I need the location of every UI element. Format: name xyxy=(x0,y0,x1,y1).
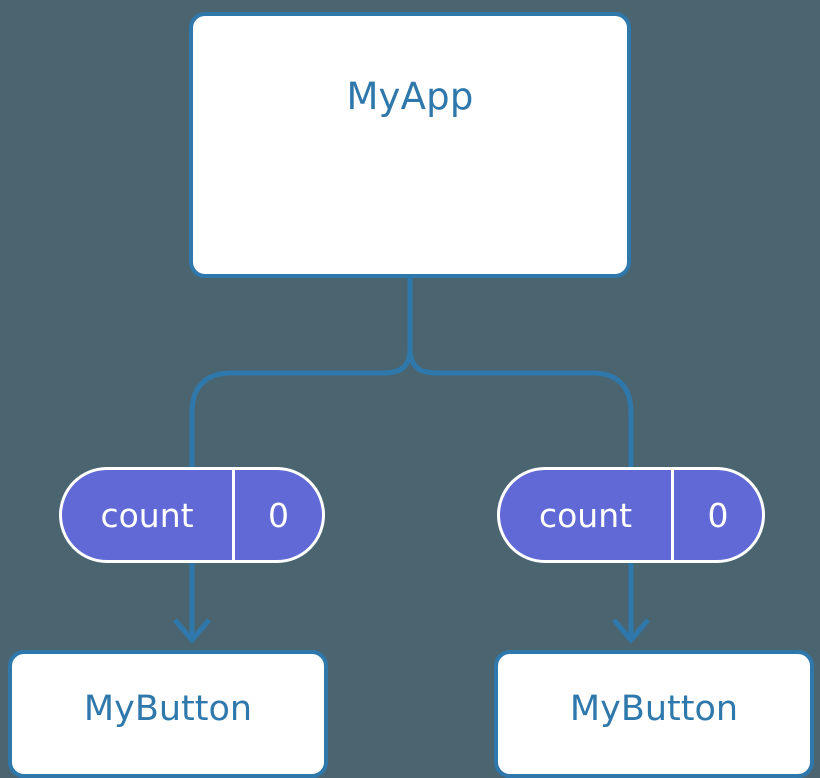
state-pill-key: count xyxy=(538,495,633,535)
component-title-myapp: MyApp xyxy=(346,75,474,118)
state-pill-right[interactable]: count 0 xyxy=(497,467,765,563)
component-title-mybutton: MyButton xyxy=(83,689,253,729)
component-node-mybutton-left[interactable]: MyButton xyxy=(8,650,328,778)
state-pill-value: 0 xyxy=(671,470,762,560)
component-title-mybutton: MyButton xyxy=(569,689,739,729)
connector-junction-left xyxy=(232,347,413,376)
state-pill-value: 0 xyxy=(232,470,322,560)
connector-branch-left xyxy=(189,370,233,467)
component-node-mybutton-right[interactable]: MyButton xyxy=(494,650,814,778)
arrow-head-left-icon xyxy=(173,618,211,644)
component-node-myapp[interactable]: MyApp xyxy=(189,12,631,278)
arrow-head-right-icon xyxy=(612,618,650,644)
connector-branch-right xyxy=(591,370,634,467)
connector-junction-right xyxy=(407,347,592,376)
state-pill-key: count xyxy=(100,495,194,535)
state-pill-left[interactable]: count 0 xyxy=(59,467,325,563)
